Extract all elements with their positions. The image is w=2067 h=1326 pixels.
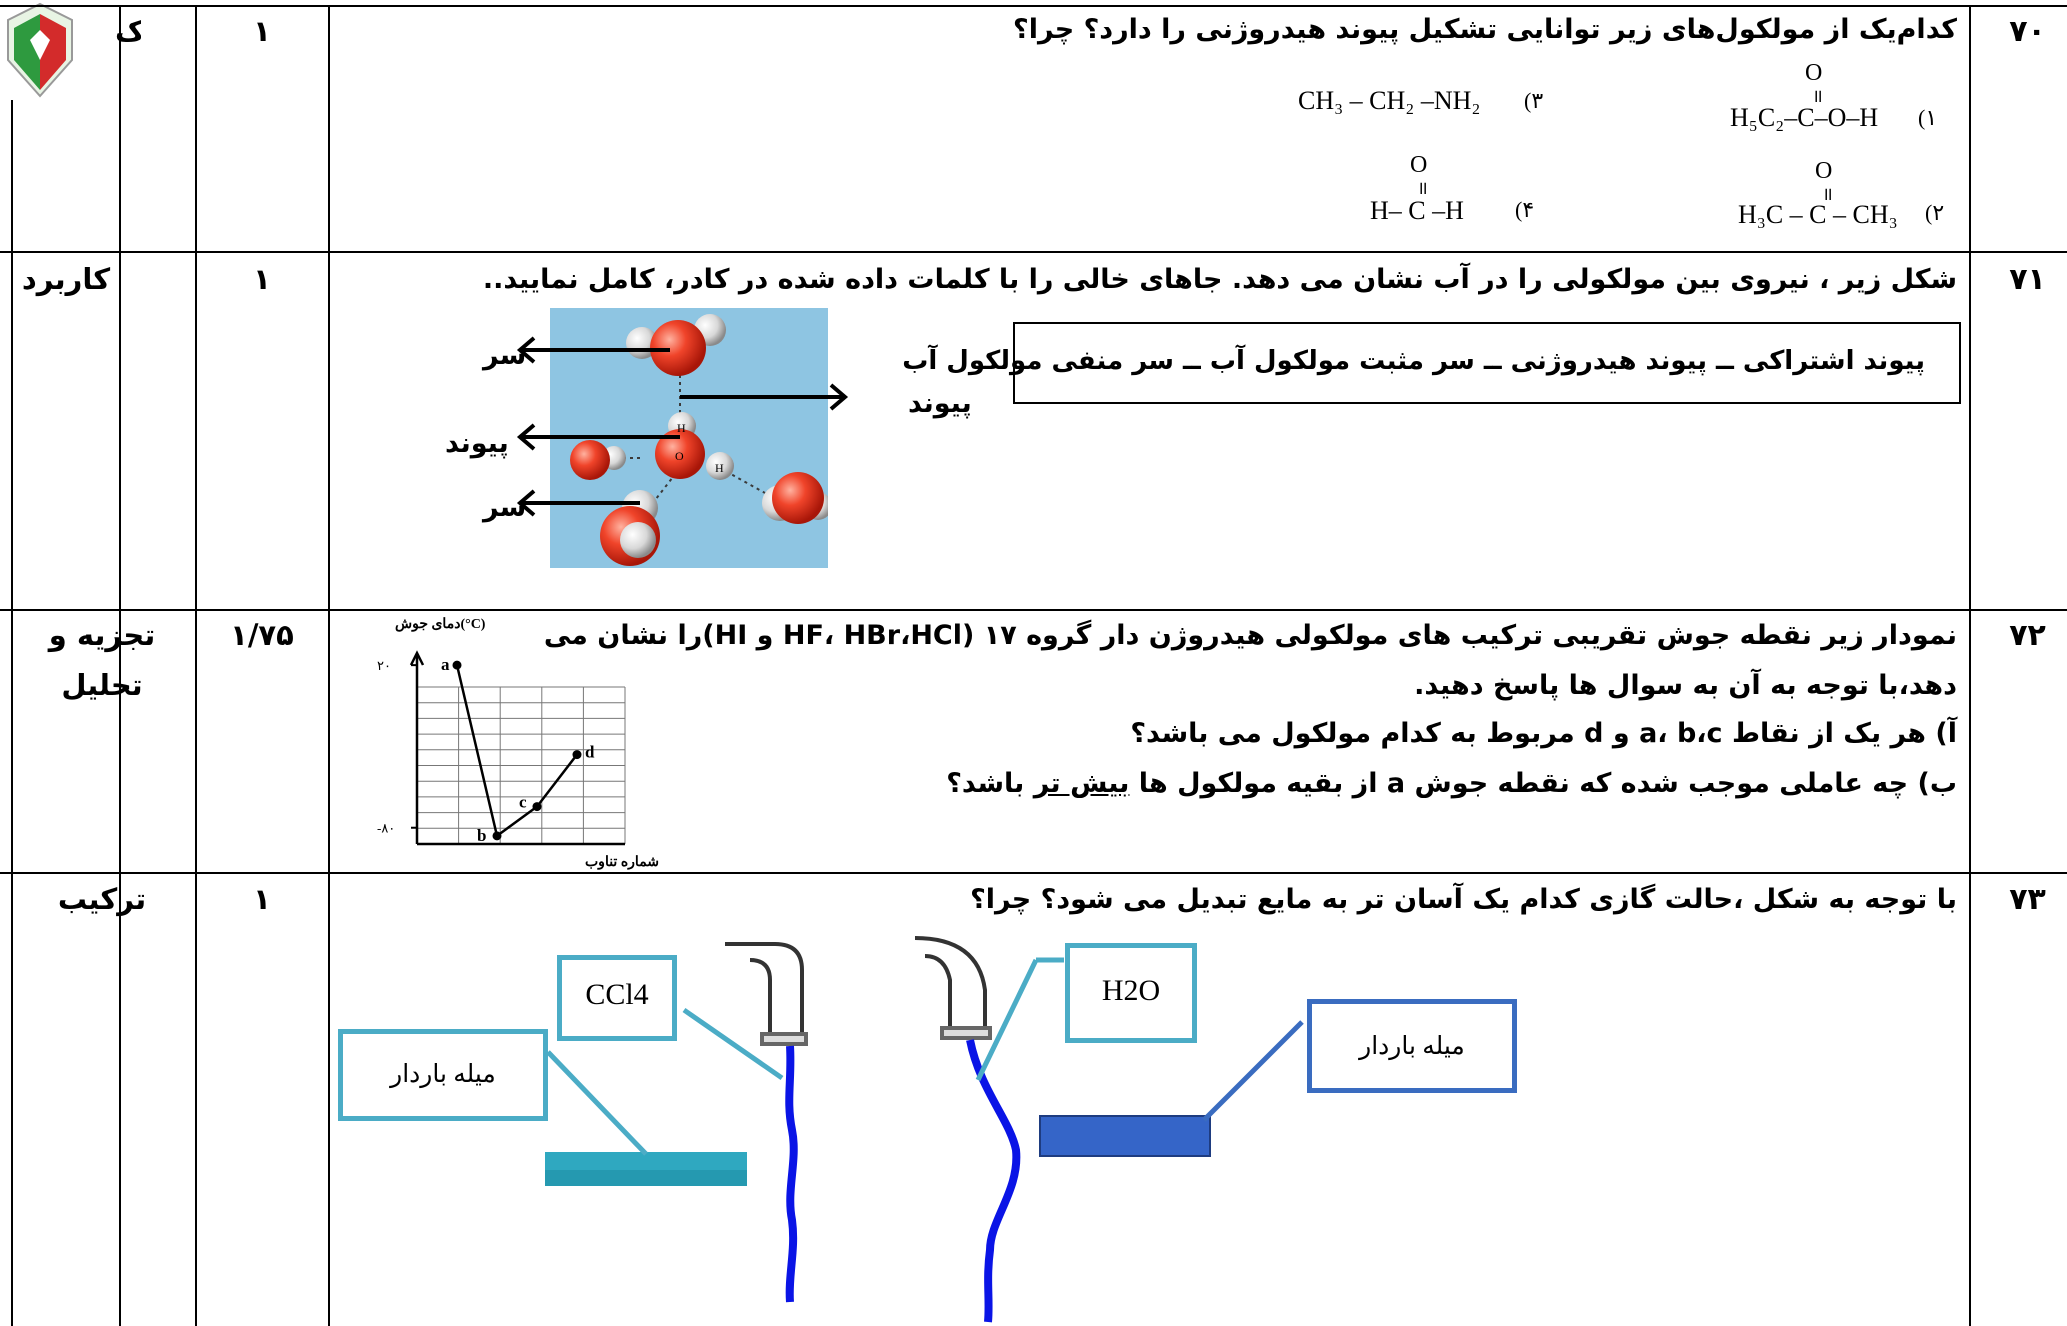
formula: H₃C – C – CH₃ (1738, 200, 1898, 229)
figure-label: پیوند (908, 388, 972, 419)
carbonyl-oxygen: O (1815, 158, 1833, 184)
double-bond: ॥ (1822, 184, 1833, 204)
double-bond: ॥ (1417, 178, 1428, 198)
question-number: ۷۰ (2009, 14, 2046, 49)
question-score: ۱/۷۵ (230, 618, 294, 652)
boiling-point-chart: a b c d دمای جوش(°C) شماره تناوب ۲۰ -۸۰ (377, 617, 659, 870)
chart-series: a b c d (441, 655, 595, 845)
y-axis-arrow (409, 650, 425, 666)
question-text: کدام‌یک از مولکول‌های زیر توانایی تشکیل … (1013, 14, 1957, 45)
option-marker: (۲ (1925, 200, 1945, 225)
series-line (455, 664, 578, 838)
ccl4-stream (785, 1045, 798, 1303)
question-level: ک (115, 14, 141, 48)
y-tick-label: -۸۰ (377, 821, 395, 836)
callout-charged-rod-right (1307, 999, 1517, 1093)
label-h2o: H2O (1101, 974, 1161, 1007)
chart-grid (409, 650, 626, 846)
question-number: ۷۲ (2009, 618, 2046, 653)
charged-rod-right (1039, 1115, 1211, 1157)
callout-charged-rod-left (338, 1029, 548, 1121)
option-marker: (۴ (1515, 197, 1535, 222)
data-point-a (452, 660, 462, 670)
callout-ccl4 (557, 955, 677, 1041)
word-box (1013, 322, 1961, 404)
formula: CH₃ – CH₂ –NH₂ (1298, 86, 1481, 115)
label-charged-rod-right: میله باردار (1359, 1033, 1465, 1060)
double-bond: ॥ (1812, 86, 1823, 106)
data-label-c: c (519, 793, 527, 812)
figure-arrows (516, 336, 849, 517)
data-point-d (572, 750, 582, 760)
question-score: ۱ (253, 262, 271, 296)
question-level: ترکیب (57, 882, 147, 916)
question-score: ۱ (253, 882, 271, 916)
carbonyl-oxygen: O (1410, 152, 1428, 178)
y-tick-label: ۲۰ (377, 658, 391, 673)
question-number: ۷۳ (2009, 882, 2046, 917)
carbonyl-oxygen: O (1805, 60, 1823, 86)
option-marker: (۱ (1918, 105, 1938, 130)
school-logo (7, 2, 73, 98)
burette-h2o-icon (914, 936, 992, 1040)
formula: H– C –H (1370, 196, 1464, 225)
figure-label: سر (483, 340, 527, 371)
question-text: با توجه به شکل ،حالت گازی کدام یک آسان ت… (970, 884, 1957, 915)
line4-underlined: بیش تر (1033, 768, 1130, 799)
data-label-d: d (585, 743, 595, 762)
question-line-2: دهد،با توجه به آن به سوال ها پاسخ دهید. (1414, 670, 1957, 701)
question-number: ۷۱ (2009, 262, 2046, 297)
h2o-stream (966, 1039, 1021, 1323)
data-label-b: b (477, 826, 486, 845)
figure-label: پیوند (445, 428, 509, 459)
question-line-3: آ) هر یک از نقاط a، b،c و d مربوط به کدا… (1130, 718, 1957, 749)
data-label-a: a (441, 655, 450, 674)
question-level-line1: تجزیه و (48, 618, 156, 652)
chart-ylabel: دمای جوش(°C) (395, 617, 486, 632)
chart-xlabel: شماره تناوب (585, 855, 659, 870)
line4-pre: ب) چه عاملی موجب شده که نقطه جوش a از بق… (1129, 768, 1957, 799)
line4-post: باشد؟ (946, 768, 1034, 799)
label-ccl4: CCl4 (585, 978, 649, 1011)
data-point-b (492, 831, 502, 841)
atom-label: H (677, 421, 686, 435)
polarity-experiment-figure (545, 936, 1304, 1323)
label-charged-rod-left: میله باردار (390, 1061, 496, 1088)
atom-label: H (715, 461, 724, 475)
callout-h2o (1065, 943, 1197, 1043)
burette-ccl4-icon (725, 942, 808, 1046)
atom-label: O (675, 449, 684, 463)
word-box-text: پیوند اشتراکی ــ پیوند هیدروژنی ــ سر مث… (902, 346, 1925, 376)
question-line-1: نمودار زیر نقطه جوش تقریبی ترکیب های مول… (543, 620, 1957, 651)
question-level: کاربرد (21, 262, 111, 296)
option-marker: (۳ (1524, 88, 1544, 113)
question-level-line2: تحلیل (61, 668, 143, 702)
figure-label: سر (483, 492, 527, 523)
question-line-4: ب) چه عاملی موجب شده که نقطه جوش a از بق… (946, 768, 1957, 799)
question-score: ۱ (253, 14, 271, 48)
formula: H₅C₂–C–O–H (1730, 103, 1879, 132)
data-point-c (532, 802, 542, 812)
question-text: شکل زیر ، نیروی بین مولکولی را در آب نشا… (482, 264, 1957, 295)
